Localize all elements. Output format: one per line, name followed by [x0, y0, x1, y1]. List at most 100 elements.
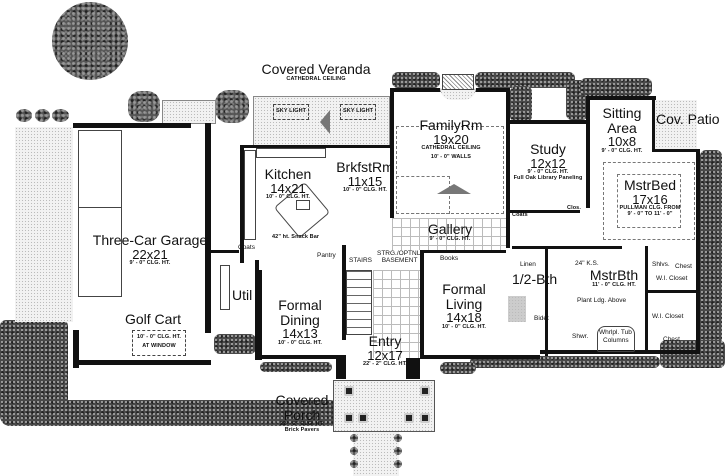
stairs-label: STAIRS [349, 257, 372, 264]
veranda-title: Covered Veranda CATHEDRAL CEILING [261, 61, 371, 82]
study-closet-label: Clos. [567, 205, 581, 211]
hedge [440, 362, 476, 374]
master-bed-name: MstrBed 17x16 PULLMAN CLG. FROM 9' - 0" … [619, 177, 681, 218]
breakfast-name: BrkfstRm 11x15 10' - 0" CLG. HT. [336, 159, 394, 194]
wall [648, 290, 696, 293]
plant-ledge-label: Plant Ldg. Above [577, 297, 627, 304]
shrub-icon [350, 447, 358, 455]
hedge [580, 78, 652, 96]
garage-wall-bottom [73, 360, 211, 365]
wall [586, 98, 590, 208]
garage-bay [78, 130, 122, 208]
gallery-floor [392, 218, 506, 250]
wi-closet-2-label: W.I. Closet [652, 313, 684, 320]
kitchen-name: Kitchen 14x21 10' - 0" CLG. HT. [264, 166, 312, 201]
ks-label: 24" K.S. [575, 260, 599, 267]
vaulted-ceiling-icon [437, 184, 471, 194]
shrub-icon [215, 90, 249, 123]
fireplace-icon [442, 74, 474, 90]
sitting-area-name: Sitting Area 10x8 9' - 0" CLG. HT. [601, 105, 643, 155]
wall [586, 96, 656, 100]
shrub-icon [394, 434, 402, 442]
wall [406, 355, 420, 379]
covered-patio-floor [655, 100, 697, 149]
formal-dining-name: Formal Dining 14x13 10' - 0" CLG. HT. [277, 297, 323, 347]
util-label: Util [232, 287, 253, 303]
books-label: Books [440, 255, 459, 262]
garage-name: Three-Car Garage 22x21 9' - 0" CLG. HT. [92, 232, 208, 267]
garage-wall-top [73, 123, 191, 128]
tree-icon [52, 2, 128, 80]
wall [258, 355, 338, 359]
bidet-label: Bidet [534, 315, 549, 322]
wall [424, 250, 506, 253]
family-ceiling-grid [396, 176, 450, 214]
hedge [214, 334, 256, 354]
family-ceiling-grid [396, 126, 504, 214]
kitchen-counter [256, 148, 326, 158]
golf-cart-label: Golf Cart [124, 311, 181, 327]
kitchen-counter [244, 150, 256, 240]
garage-bay [78, 207, 122, 297]
shower-label: Shwr. [572, 333, 589, 340]
wall [510, 210, 580, 213]
wall [652, 149, 699, 152]
porch-column [344, 413, 354, 423]
pantry-label: Pantry [317, 252, 336, 259]
wall [258, 270, 262, 360]
wall [211, 250, 239, 253]
hedge [660, 340, 725, 368]
wi-closet-1-label: W.I. Closet [656, 275, 688, 282]
gallery-name: Gallery 9' - 0" CLG. HT. [427, 221, 473, 242]
shrub-icon [394, 447, 402, 455]
skylight-1: SKY LIGHT [273, 104, 309, 120]
shrub-icon [52, 109, 69, 122]
snack-bar-label: 42" ht. Snack Bar [272, 234, 320, 240]
wall [420, 250, 424, 355]
hedge [260, 362, 332, 372]
shrub-icon [16, 109, 32, 122]
veranda-arrow [320, 110, 330, 134]
wall [652, 96, 655, 152]
entry-name: Entry 12x17 22' - 2" CLG. HT. [362, 333, 408, 368]
fireplace-stone [508, 296, 526, 322]
whirlpool-tub: Whrlpl. Tub Columns [597, 326, 635, 352]
wall [645, 246, 648, 354]
hedge [392, 72, 440, 88]
staircase [346, 270, 372, 335]
fireplace-hearth [440, 88, 476, 100]
formal-living-name: Formal Living 14x18 10' - 0" CLG. HT. [441, 281, 487, 331]
garage-wall-right [205, 123, 211, 333]
wall [506, 88, 510, 248]
entry-floor [373, 270, 420, 358]
wall [390, 88, 394, 218]
wall [244, 145, 394, 148]
shelves-label: Shlvs. [652, 261, 670, 268]
pullman-ceiling-inner [617, 174, 681, 228]
chest-label: Chest [675, 263, 692, 270]
master-bath-name: MstrBth 11' - 0" CLG. HT. [589, 267, 639, 288]
sink-icon [296, 200, 310, 210]
hedge [700, 150, 722, 360]
wall [240, 145, 244, 263]
wall [545, 246, 548, 356]
linen-label: Linen [520, 261, 536, 268]
porch-column [358, 413, 368, 423]
study-name: Study 12x12 9' - 0" CLG. HT. Full Oak Li… [513, 141, 583, 182]
wall [510, 120, 590, 124]
hedge [0, 400, 340, 426]
shrub-icon [394, 460, 402, 468]
wall [540, 350, 700, 354]
util-counter [220, 265, 230, 310]
wall [342, 245, 346, 340]
half-bath-name: 1/2-Bth [512, 271, 558, 287]
study-coats-label: Coats [512, 212, 528, 218]
wall [696, 149, 700, 354]
garage-wall-bottom [73, 330, 79, 368]
shrub-icon [128, 91, 160, 122]
pullman-ceiling-outline [603, 162, 695, 240]
shrub-icon [350, 460, 358, 468]
shrub-icon [350, 434, 358, 442]
wall [512, 246, 622, 249]
porch-column [420, 386, 430, 396]
